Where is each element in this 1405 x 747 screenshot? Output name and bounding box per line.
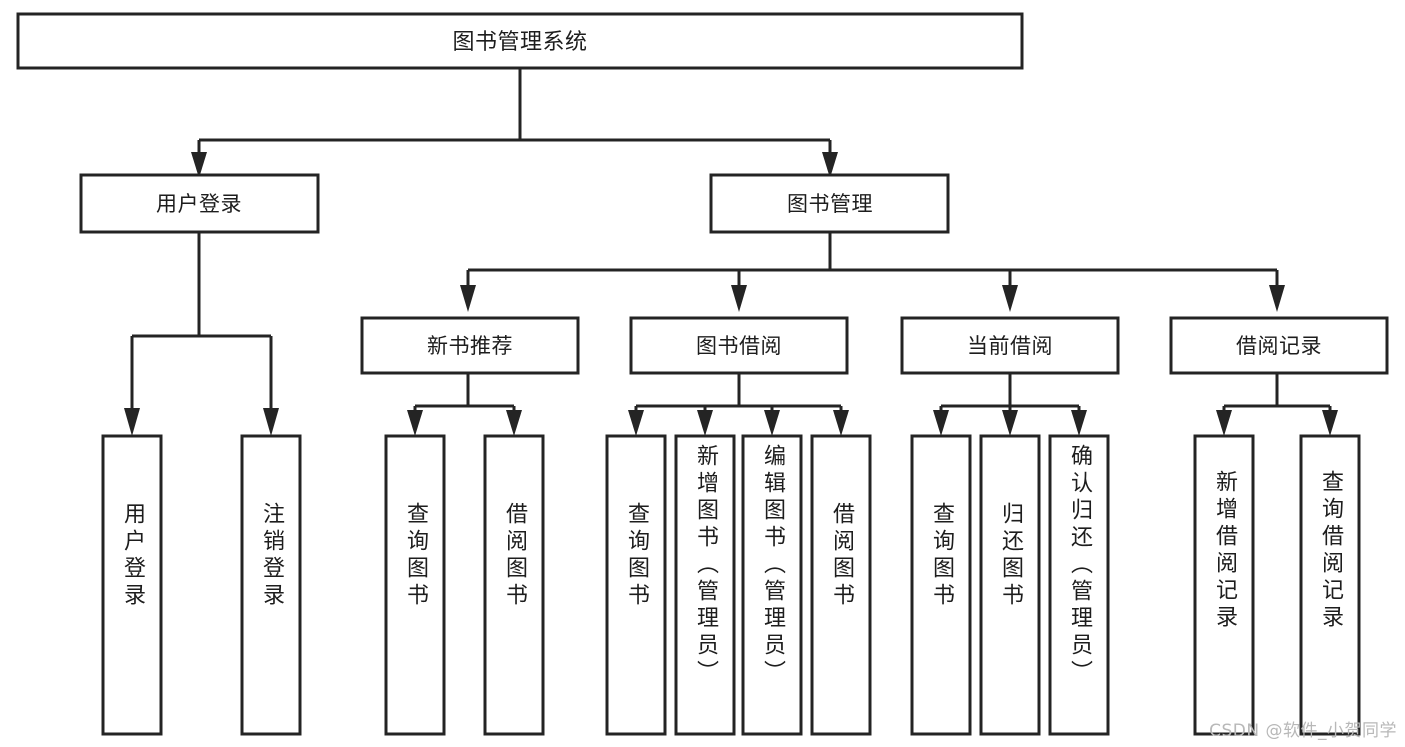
connector-group-root <box>191 68 838 178</box>
connector-group-user-login-children <box>124 232 279 436</box>
connector-group-borrow-record-children <box>1216 373 1338 436</box>
node-leaf-borrow-book-2-rect[interactable] <box>810 434 872 736</box>
arrow-head-leaf-query-book-2 <box>628 410 644 436</box>
node-leaf-borrow-book-1-rect[interactable] <box>483 434 545 736</box>
node-borrow-record-rect[interactable] <box>1169 316 1389 375</box>
arrow-head-leaf-add-record <box>1216 410 1232 436</box>
node-book-borrow[interactable]: 图书借阅 <box>629 316 849 375</box>
node-book-borrow-rect[interactable] <box>629 316 849 375</box>
connector-group-book-management <box>460 232 1285 312</box>
arrow-head-leaf-borrow-book-2 <box>833 410 849 436</box>
node-leaf-query-book-1-rect[interactable] <box>384 434 446 736</box>
node-borrow-record[interactable]: 借阅记录 <box>1169 316 1389 375</box>
node-leaf-user-login-rect[interactable] <box>101 434 163 736</box>
arrow-head-leaf-confirm-return <box>1071 410 1087 436</box>
node-new-book-recommend[interactable]: 新书推荐 <box>360 316 580 375</box>
arrow-head-book-borrow <box>731 285 747 312</box>
node-leaf-edit-book-rect[interactable] <box>741 434 803 736</box>
node-current-borrow-label: 当前借阅 <box>967 334 1053 358</box>
watermark-label: CSDN @软件_小贺同学 <box>1209 721 1397 741</box>
node-root-rect[interactable] <box>16 12 1024 70</box>
node-book-management-rect[interactable] <box>709 173 950 234</box>
node-leaf-add-book-rect[interactable] <box>674 434 736 736</box>
node-leaf-confirm-return-rect[interactable] <box>1048 434 1110 736</box>
arrow-head-book-management <box>822 152 838 178</box>
node-user-login-label: 用户登录 <box>156 192 242 216</box>
arrow-head-current-borrow <box>1002 285 1018 312</box>
arrow-head-leaf-query-book-3 <box>933 410 949 436</box>
arrow-head-borrow-record <box>1269 285 1285 312</box>
connector-group-book-borrow-children <box>628 373 849 436</box>
arrow-head-leaf-borrow-book-1 <box>506 410 522 436</box>
node-book-management-label: 图书管理 <box>787 192 873 216</box>
arrow-head-leaf-return-book <box>1002 410 1018 436</box>
arrow-head-leaf-add-book <box>697 410 713 436</box>
node-new-book-recommend-label: 新书推荐 <box>427 334 513 358</box>
node-current-borrow[interactable]: 当前借阅 <box>900 316 1120 375</box>
node-book-borrow-label: 图书借阅 <box>696 334 782 358</box>
arrow-head-new-book-recommend <box>460 285 476 312</box>
node-leaf-return-book-rect[interactable] <box>979 434 1041 736</box>
arrow-head-leaf-query-record <box>1322 410 1338 436</box>
node-leaf-query-book-2-rect[interactable] <box>605 434 667 736</box>
node-leaf-add-record-rect[interactable] <box>1193 434 1255 736</box>
connector-group-current-borrow-children <box>933 373 1087 436</box>
node-user-login[interactable]: 用户登录 <box>79 173 320 234</box>
node-new-book-recommend-rect[interactable] <box>360 316 580 375</box>
node-root-label: 图书管理系统 <box>452 30 587 55</box>
arrow-head-user-login <box>191 152 207 178</box>
arrow-head-leaf-query-book-1 <box>407 410 423 436</box>
node-borrow-record-label: 借阅记录 <box>1236 334 1322 358</box>
connector-group-new-book-children <box>407 373 522 436</box>
node-leaf-logout-login-rect[interactable] <box>240 434 302 736</box>
arrow-head-leaf-logout-login <box>263 408 279 436</box>
node-user-login-rect[interactable] <box>79 173 320 234</box>
node-current-borrow-rect[interactable] <box>900 316 1120 375</box>
arrow-head-leaf-user-login <box>124 408 140 436</box>
node-book-management[interactable]: 图书管理 <box>709 173 950 234</box>
arrow-head-leaf-edit-book <box>764 410 780 436</box>
node-leaf-query-book-3-rect[interactable] <box>910 434 972 736</box>
node-leaf-query-record-rect[interactable] <box>1299 434 1361 736</box>
node-root[interactable]: 图书管理系统 <box>16 12 1024 70</box>
